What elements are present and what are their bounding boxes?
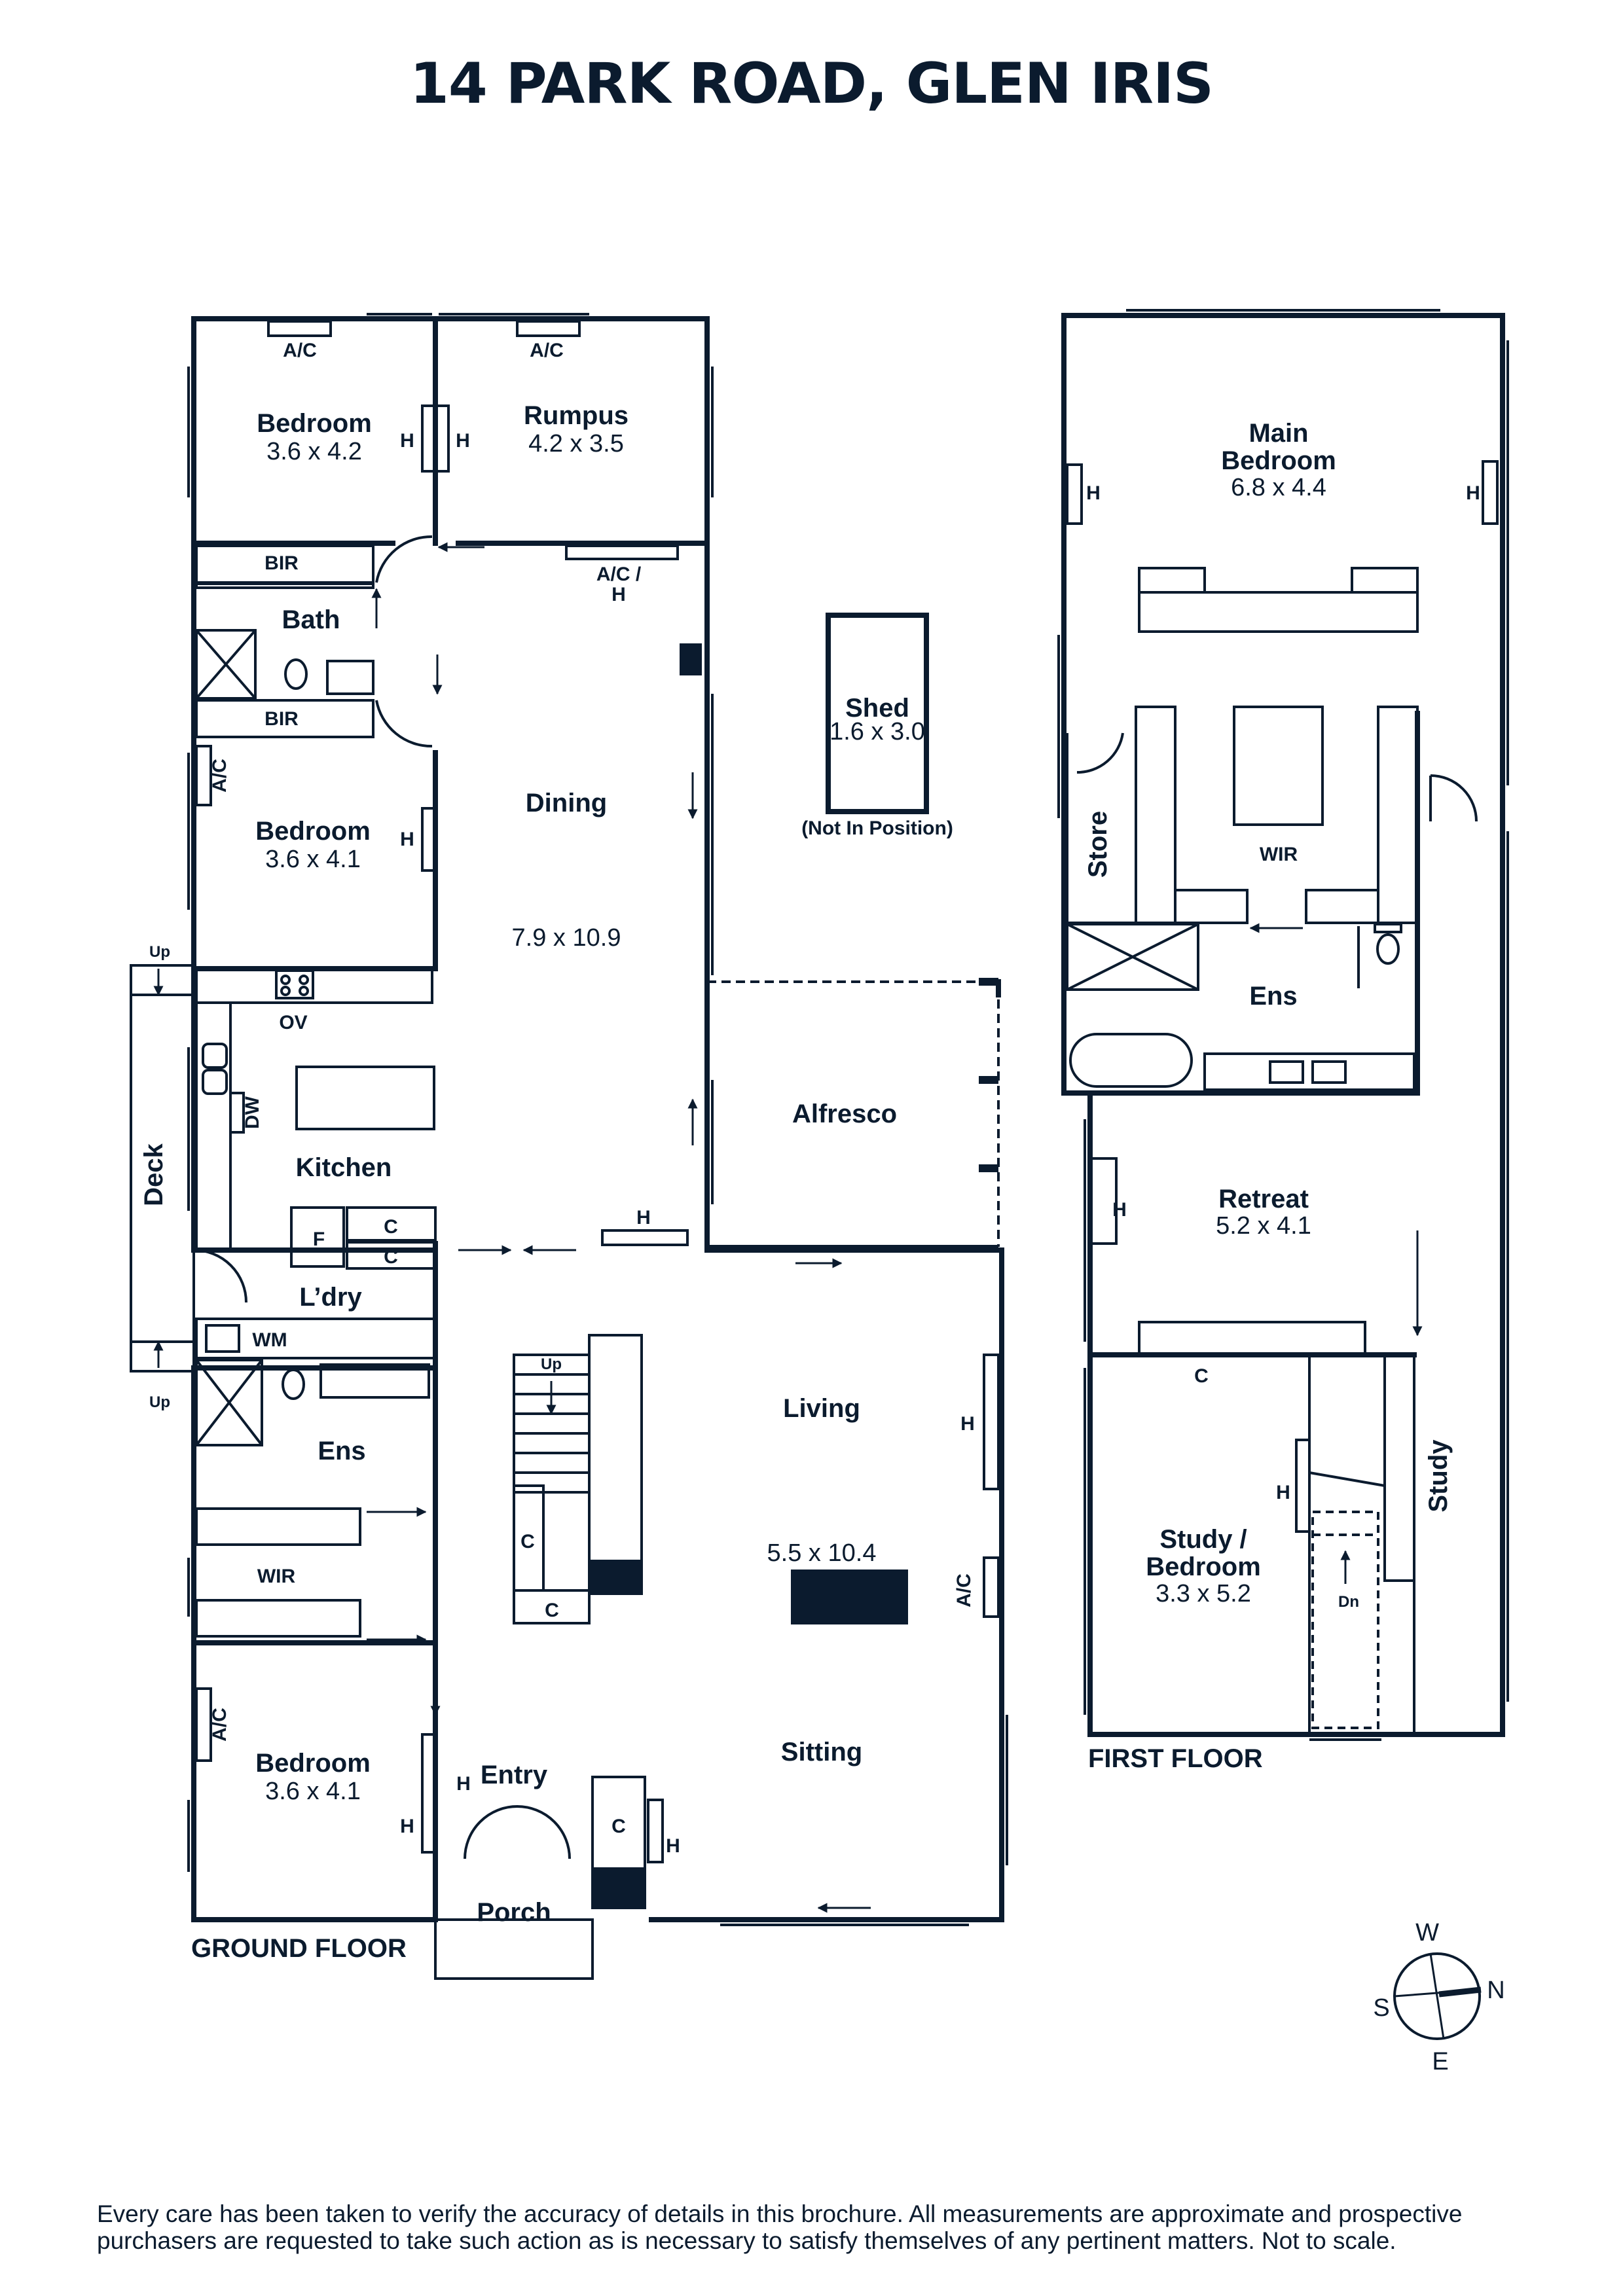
room-bedroom-2: Bedroom — [255, 817, 371, 846]
heater-label: H — [1112, 1199, 1127, 1221]
up-label: Up — [541, 1355, 562, 1373]
heater-label: H — [456, 430, 470, 452]
bir-label: BIR — [264, 552, 299, 574]
ground-floor-arrows — [153, 542, 871, 1913]
room-study-bedroom-2: Bedroom — [1146, 1552, 1261, 1581]
fixture-labels: A/C A/C A/C / H A/C A/C A/C H H H H H H … — [149, 340, 1480, 1857]
first-floor-fittings — [1057, 309, 1509, 1741]
room-living-size: 5.5 x 10.4 — [767, 1539, 877, 1567]
room-study-bedroom-size: 3.3 x 5.2 — [1156, 1580, 1251, 1607]
heater-label: H — [400, 1816, 414, 1837]
room-living: Living — [783, 1394, 860, 1423]
room-alfresco: Alfresco — [792, 1100, 897, 1128]
ground-floor-fittings — [130, 313, 1008, 1980]
room-shed: Shed — [845, 694, 909, 723]
heater-label: H — [456, 1773, 471, 1795]
first-floor-label: FIRST FLOOR — [1088, 1744, 1263, 1773]
room-main-bedroom-size: 6.8 x 4.4 — [1231, 474, 1326, 501]
page-title: 14 PARK ROAD, GLEN IRIS — [410, 51, 1214, 117]
heater-label: H — [400, 829, 414, 850]
ac-label: A/C — [283, 340, 317, 361]
shed-outline — [826, 613, 929, 814]
room-wir-ground: WIR — [257, 1566, 296, 1587]
up-label: Up — [149, 1393, 170, 1411]
room-kitchen: Kitchen — [296, 1153, 392, 1182]
room-shed-size: 1.6 x 3.0 — [830, 718, 925, 745]
floor-labels: GROUND FLOOR FIRST FLOOR — [191, 1744, 1263, 1963]
heater-label: H — [1086, 482, 1101, 504]
room-rumpus-size: 4.2 x 3.5 — [528, 430, 624, 457]
ground-floor-label: GROUND FLOOR — [191, 1934, 407, 1963]
cupboard-label: C — [520, 1531, 535, 1552]
room-laundry: L’dry — [299, 1283, 362, 1312]
up-label: Up — [149, 943, 170, 961]
room-ens-first: Ens — [1249, 982, 1297, 1011]
cupboard-label: C — [1194, 1365, 1209, 1387]
washer-label: WM — [252, 1329, 287, 1351]
heater-label: H — [666, 1835, 680, 1857]
compass-south: S — [1373, 1994, 1389, 2022]
room-ens-ground: Ens — [318, 1437, 365, 1465]
room-bedroom-1-size: 3.6 x 4.2 — [266, 438, 362, 465]
room-main-bedroom-2: Bedroom — [1221, 446, 1336, 475]
bir-label: BIR — [264, 708, 299, 730]
alfresco-outline — [707, 978, 1000, 1249]
room-labels: Bedroom 3.6 x 4.2 Rumpus 4.2 x 3.5 Bath … — [139, 401, 1453, 1927]
dishwasher-label: DW — [242, 1096, 263, 1129]
room-study-bedroom-1: Study / — [1159, 1525, 1247, 1554]
room-dining: Dining — [526, 789, 607, 817]
compass — [1393, 1952, 1482, 2040]
disclaimer-text: Every care has been taken to verify the … — [97, 2200, 1463, 2254]
fridge-label: F — [313, 1229, 325, 1250]
heater-label: H — [400, 430, 414, 452]
room-shed-note: (Not In Position) — [801, 817, 953, 839]
room-rumpus: Rumpus — [524, 401, 629, 430]
room-bedroom-3-size: 3.6 x 4.1 — [265, 1778, 361, 1805]
ac-label: A/C — [530, 340, 564, 361]
compass-labels: W N S E — [1373, 1919, 1504, 2075]
heater-label: H — [960, 1413, 975, 1435]
compass-north: N — [1487, 1977, 1504, 2004]
heater-label: H — [611, 584, 626, 605]
room-retreat-size: 5.2 x 4.1 — [1216, 1212, 1311, 1240]
room-retreat: Retreat — [1218, 1185, 1309, 1213]
compass-west: W — [1415, 1919, 1439, 1946]
room-entry: Entry — [481, 1761, 548, 1789]
room-bath: Bath — [282, 605, 340, 634]
room-dining-size: 7.9 x 10.9 — [512, 924, 621, 952]
room-bedroom-2-size: 3.6 x 4.1 — [265, 846, 361, 873]
room-bedroom-1: Bedroom — [257, 409, 372, 438]
ac-label: A/C — [209, 1708, 230, 1742]
down-label: Dn — [1338, 1593, 1359, 1611]
oven-label: OV — [279, 1012, 307, 1033]
ac-label: A/C — [209, 759, 230, 793]
room-deck: Deck — [139, 1143, 168, 1206]
cupboard-label: C — [611, 1816, 626, 1837]
heater-label: H — [1276, 1482, 1290, 1503]
cupboard-label: C — [384, 1216, 398, 1238]
room-porch: Porch — [477, 1898, 551, 1927]
heater-label: H — [636, 1207, 651, 1229]
first-floor-arrows — [1249, 923, 1423, 1584]
room-main-bedroom-1: Main — [1249, 419, 1308, 448]
room-bedroom-3: Bedroom — [255, 1749, 371, 1778]
cupboard-label: C — [384, 1246, 398, 1268]
ac-label: A/C — [953, 1573, 975, 1607]
room-study: Study — [1424, 1439, 1453, 1513]
room-store: Store — [1084, 811, 1112, 878]
first-floor-walls — [1061, 313, 1505, 1737]
compass-east: E — [1432, 2048, 1448, 2075]
room-sitting: Sitting — [781, 1738, 862, 1767]
ac-label: A/C / — [596, 564, 642, 585]
room-wir-first: WIR — [1260, 844, 1298, 865]
cupboard-label: C — [545, 1600, 559, 1621]
heater-label: H — [1466, 482, 1480, 504]
